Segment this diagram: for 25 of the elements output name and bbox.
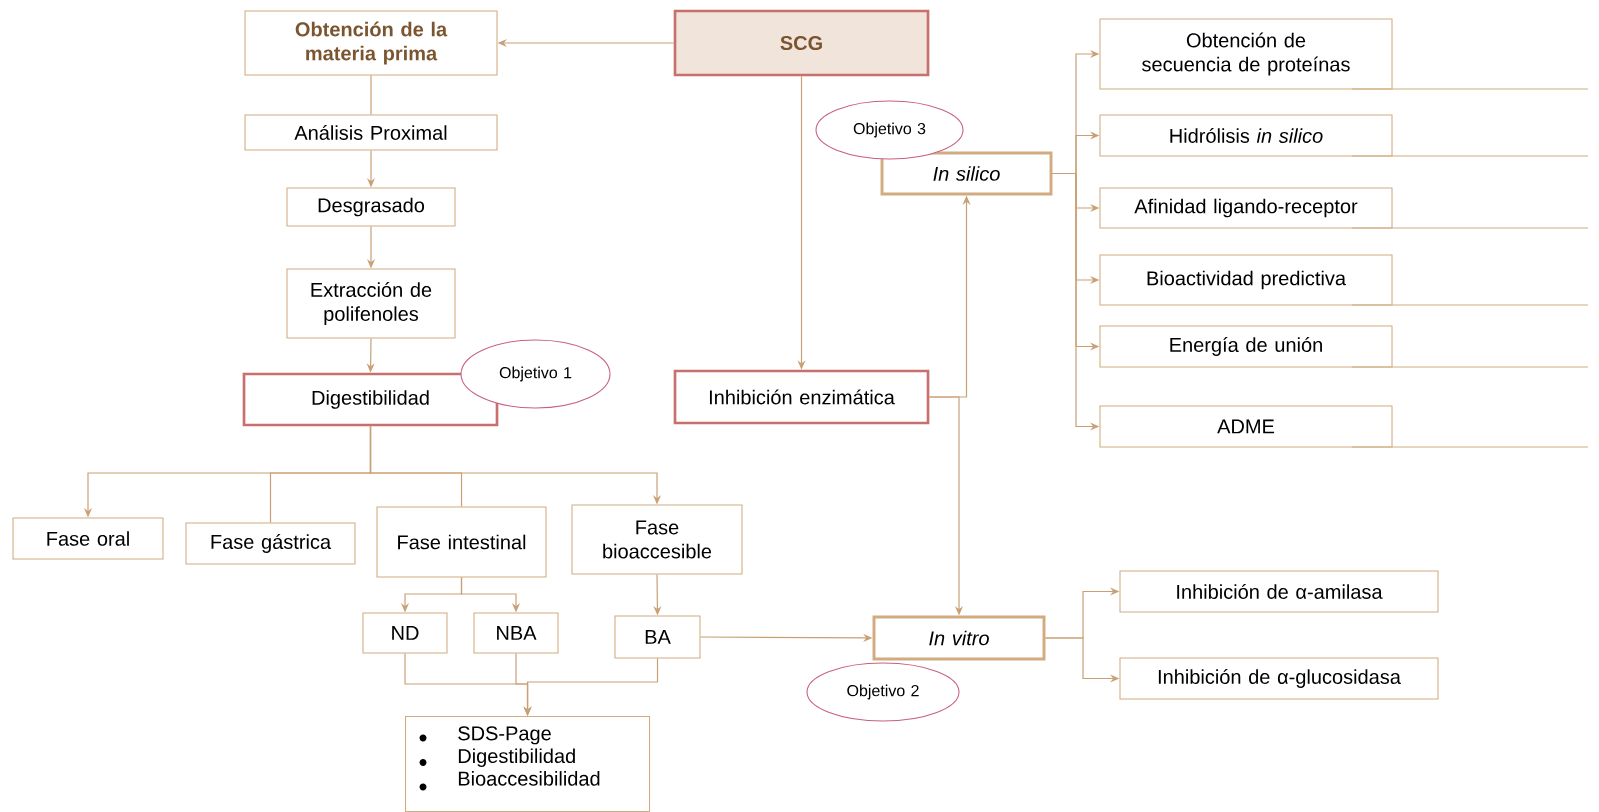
process-box: Fase bioaccesible — [571, 504, 743, 575]
process-box: In vitro — [872, 615, 1046, 661]
process-box: Desgrasado — [286, 187, 456, 227]
process-box: NBA — [473, 612, 559, 654]
process-box: Obtención de la materia prima — [244, 10, 498, 76]
process-box: Afinidad ligando-receptor — [1099, 187, 1393, 229]
process-box: Extracción de polifenoles — [286, 268, 456, 339]
process-box: BA — [614, 615, 701, 659]
process-box: Hidrólisis in silico — [1099, 114, 1393, 157]
process-box: Fase gástrica — [185, 522, 356, 565]
process-box: Fase oral — [12, 517, 164, 560]
process-box: Obtención de secuencia de proteínas — [1099, 18, 1393, 90]
process-box: Bioactividad predictiva — [1099, 254, 1393, 306]
process-box: Análisis Proximal — [244, 114, 498, 151]
process-box: Inhibición enzimática — [673, 369, 930, 425]
bullet-list: SDS-Page Digestibilidad Bioaccesibilidad — [458, 726, 600, 786]
process-box: Inhibición de α-amilasa — [1119, 570, 1439, 613]
bullet-list-box — [405, 716, 651, 812]
process-box: Fase intestinal — [376, 506, 547, 578]
process-box: SCG — [673, 9, 930, 77]
process-box: Energía de unión — [1099, 325, 1393, 368]
process-box: ND — [362, 612, 448, 654]
process-box: Digestibilidad — [242, 372, 499, 427]
process-box: ADME — [1099, 405, 1393, 448]
process-box: Inhibición de α-glucosidasa — [1119, 657, 1439, 700]
